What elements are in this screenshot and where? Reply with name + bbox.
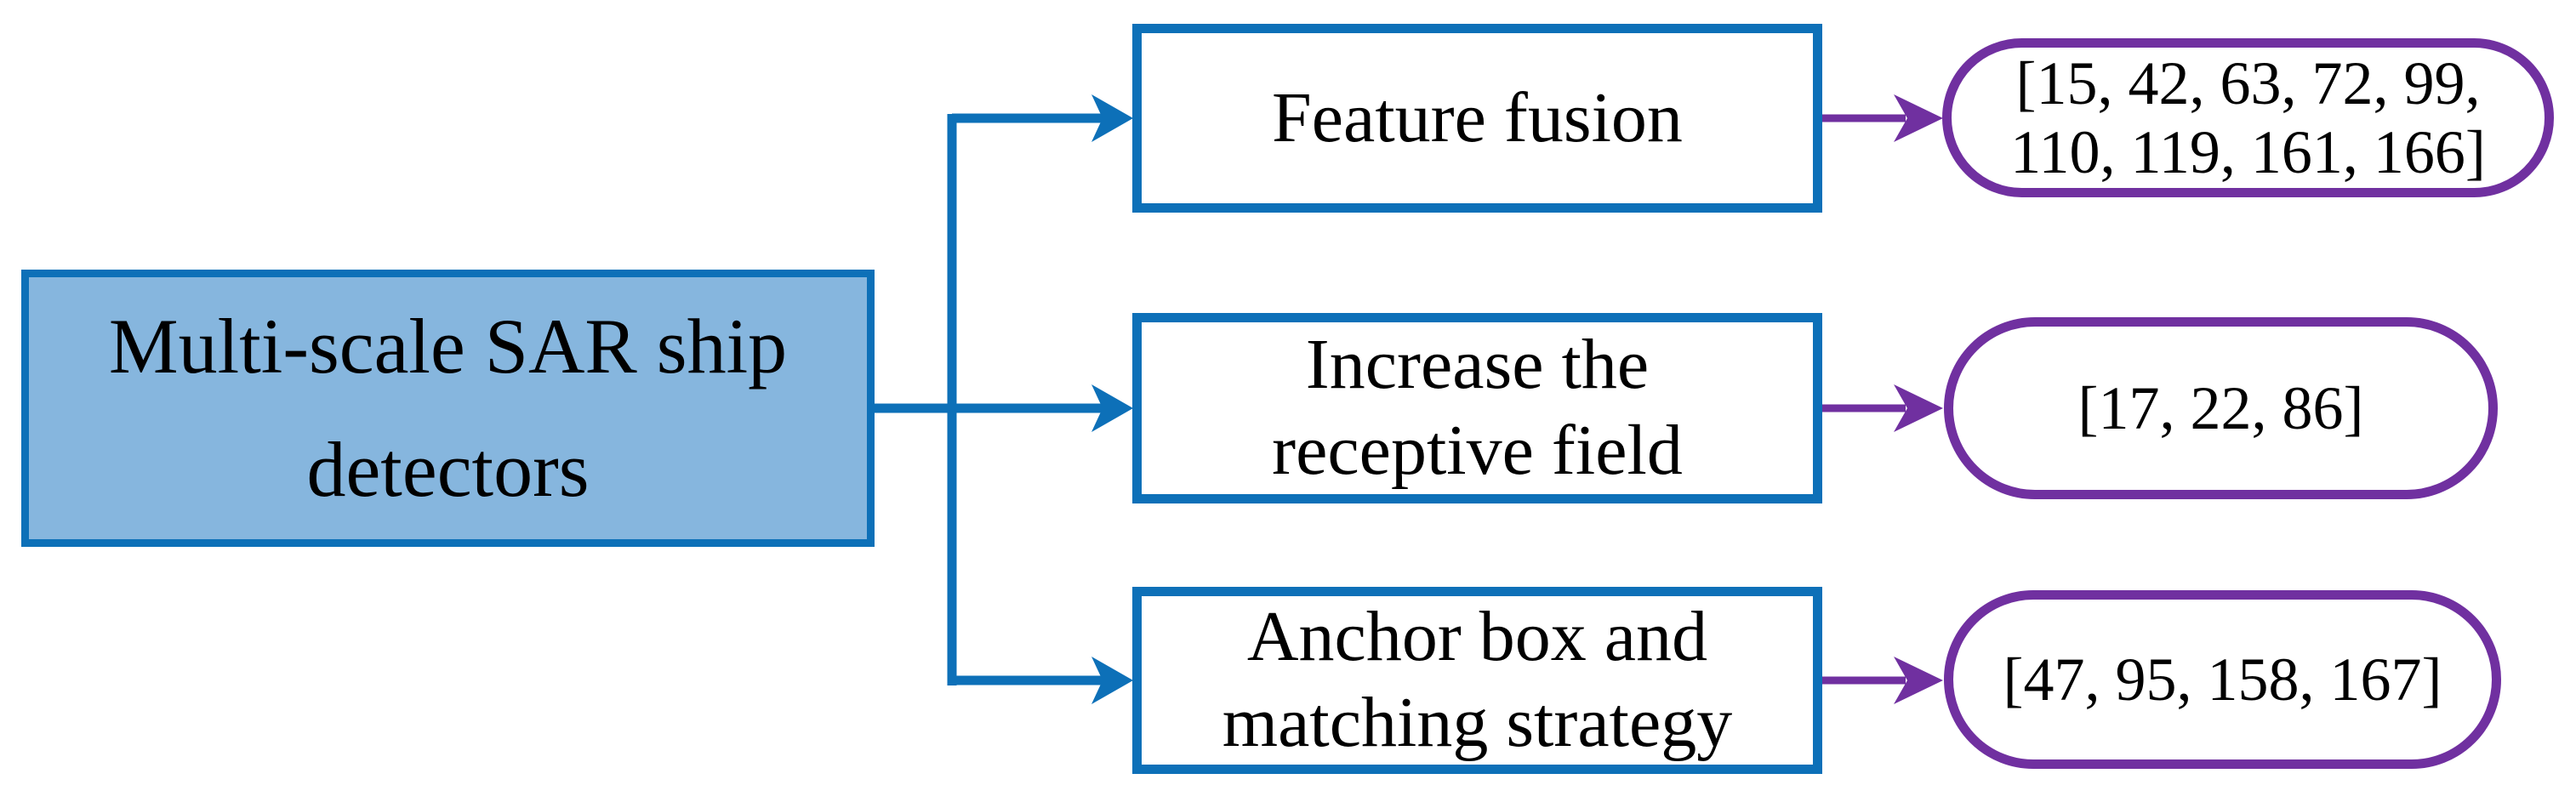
category-node-receptive-field: Increase the receptive field — [1132, 313, 1822, 503]
category-node-feature-fusion: Feature fusion — [1132, 24, 1822, 213]
category-label-line: Increase the — [1305, 325, 1650, 405]
arrow-right-icon — [1894, 384, 1943, 432]
refs-label-line: [17, 22, 86] — [2077, 373, 2364, 442]
arrow-right-icon — [1894, 94, 1943, 142]
refs-label-line: [15, 42, 63, 72, 99, — [2015, 48, 2481, 117]
refs-label-line: 110, 119, 161, 166] — [2010, 117, 2486, 186]
arrow-right-icon — [1091, 384, 1133, 432]
arrow-right-icon — [1091, 94, 1133, 142]
category-label-line: Feature fusion — [1272, 77, 1683, 157]
category-label-line: receptive field — [1272, 411, 1683, 490]
category-label-line: Anchor box and — [1246, 597, 1708, 677]
root-label-line: Multi-scale SAR ship — [108, 302, 788, 390]
category-label-line: matching strategy — [1222, 683, 1733, 762]
category-node-anchor-box: Anchor box and matching strategy — [1132, 587, 1822, 774]
refs-node-receptive-field: [17, 22, 86] — [1944, 317, 2498, 499]
root-node: Multi-scale SAR ship detectors — [21, 270, 875, 547]
refs-node-feature-fusion: [15, 42, 63, 72, 99, 110, 119, 161, 166] — [1942, 38, 2554, 197]
arrow-right-icon — [1091, 657, 1133, 704]
root-label-line: detectors — [306, 426, 590, 513]
refs-label-line: [47, 95, 158, 167] — [2003, 645, 2442, 714]
refs-node-anchor-box: [47, 95, 158, 167] — [1944, 590, 2501, 769]
arrow-right-icon — [1894, 657, 1943, 704]
